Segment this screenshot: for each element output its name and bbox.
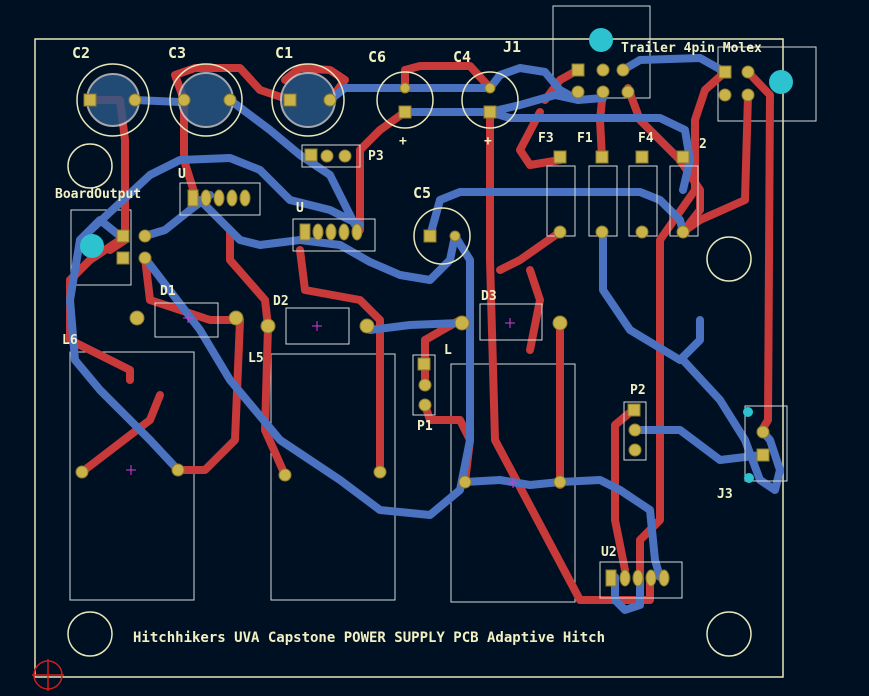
f3-label: F3 (538, 131, 554, 146)
c5-label: C5 (413, 184, 431, 202)
fuse-f3[interactable]: F3 (538, 131, 576, 239)
molex-marker (769, 70, 793, 94)
u1-label: U (178, 167, 186, 182)
c2-label: C2 (72, 44, 90, 62)
d3-label: D3 (481, 289, 497, 304)
p3-label: P3 (368, 149, 384, 164)
j3-label: J3 (717, 487, 733, 502)
diode-d1[interactable]: D1 (129, 284, 244, 338)
capacitor-c3[interactable]: C3 (168, 44, 243, 137)
mounting-hole-bottom-right (706, 611, 752, 657)
inductor-l6-outline (69, 351, 195, 601)
f1-label: F1 (577, 131, 593, 146)
l5-label: L5 (248, 351, 264, 366)
diode-d3[interactable]: D3 (454, 289, 568, 341)
j1-label: J1 (503, 38, 521, 56)
c6-label: C6 (368, 48, 386, 66)
inductor-l6[interactable]: L6 (62, 333, 185, 479)
back-copper-traces (66, 54, 784, 614)
d2-label: D2 (273, 294, 289, 309)
c3-label: C3 (168, 44, 186, 62)
fuse-f4[interactable]: F4 (628, 131, 658, 239)
inductor-l4[interactable]: L (444, 343, 567, 489)
board-output-label: BoardOutput (55, 187, 141, 202)
connector-molex[interactable] (718, 65, 793, 102)
capacitor-c6[interactable]: + C6 (368, 48, 434, 149)
j3-marker-bottom (744, 473, 754, 483)
j3-marker-top (743, 407, 753, 417)
capacitor-c2[interactable]: C2 (72, 44, 150, 137)
fuse-f1[interactable]: F1 (577, 131, 618, 239)
j1-marker (589, 28, 613, 52)
board-output-body (70, 209, 132, 286)
c1-label: C1 (275, 44, 293, 62)
connector-j1[interactable]: J1 (503, 28, 635, 99)
molex-name-label: Trailer 4pin Molex (621, 41, 762, 56)
capacitor-c4[interactable]: + C4 (453, 48, 519, 149)
mounting-hole-bottom-left (67, 611, 113, 657)
l4-label: L (444, 343, 452, 358)
header-p2[interactable]: P2 (623, 383, 647, 461)
diode-d2[interactable]: D2 (260, 294, 375, 345)
board-output-marker (80, 234, 104, 258)
u2-label: U2 (601, 545, 617, 560)
capacitor-c5[interactable]: C5 (413, 184, 471, 265)
svg-text:+: + (484, 134, 492, 149)
mounting-hole-top-left (67, 143, 113, 189)
capacitor-c1[interactable]: C1 (271, 44, 345, 137)
board-title-text: Hitchhikers UVA Capstone POWER SUPPLY PC… (133, 630, 605, 646)
header-p1[interactable]: P1 (412, 354, 436, 434)
regulator-u3[interactable]: U (292, 201, 376, 252)
u3-label: U (296, 201, 304, 216)
fuse-f2[interactable]: 2 (669, 137, 707, 239)
c4-label: C4 (453, 48, 471, 66)
regulator-u1[interactable]: U (178, 167, 261, 216)
p2-label: P2 (630, 383, 646, 398)
regulator-u2[interactable]: U2 (599, 545, 683, 599)
front-copper-traces (66, 62, 774, 604)
mounting-hole-mid-right (706, 236, 752, 282)
connector-board-output[interactable]: BoardOutput (55, 187, 152, 265)
board-outline (34, 38, 784, 678)
l6-label: L6 (62, 333, 78, 348)
inductor-l5-outline (270, 353, 396, 601)
svg-text:+: + (399, 134, 407, 149)
connector-j3[interactable]: J3 (717, 405, 788, 502)
header-p3[interactable]: P3 (301, 144, 384, 168)
origin-crosshair-icon (32, 659, 64, 691)
p1-label: P1 (417, 419, 433, 434)
d1-label: D1 (160, 284, 176, 299)
inductor-l5[interactable]: L5 (248, 351, 387, 482)
f4-label: F4 (638, 131, 654, 146)
f2-label: 2 (699, 137, 707, 152)
